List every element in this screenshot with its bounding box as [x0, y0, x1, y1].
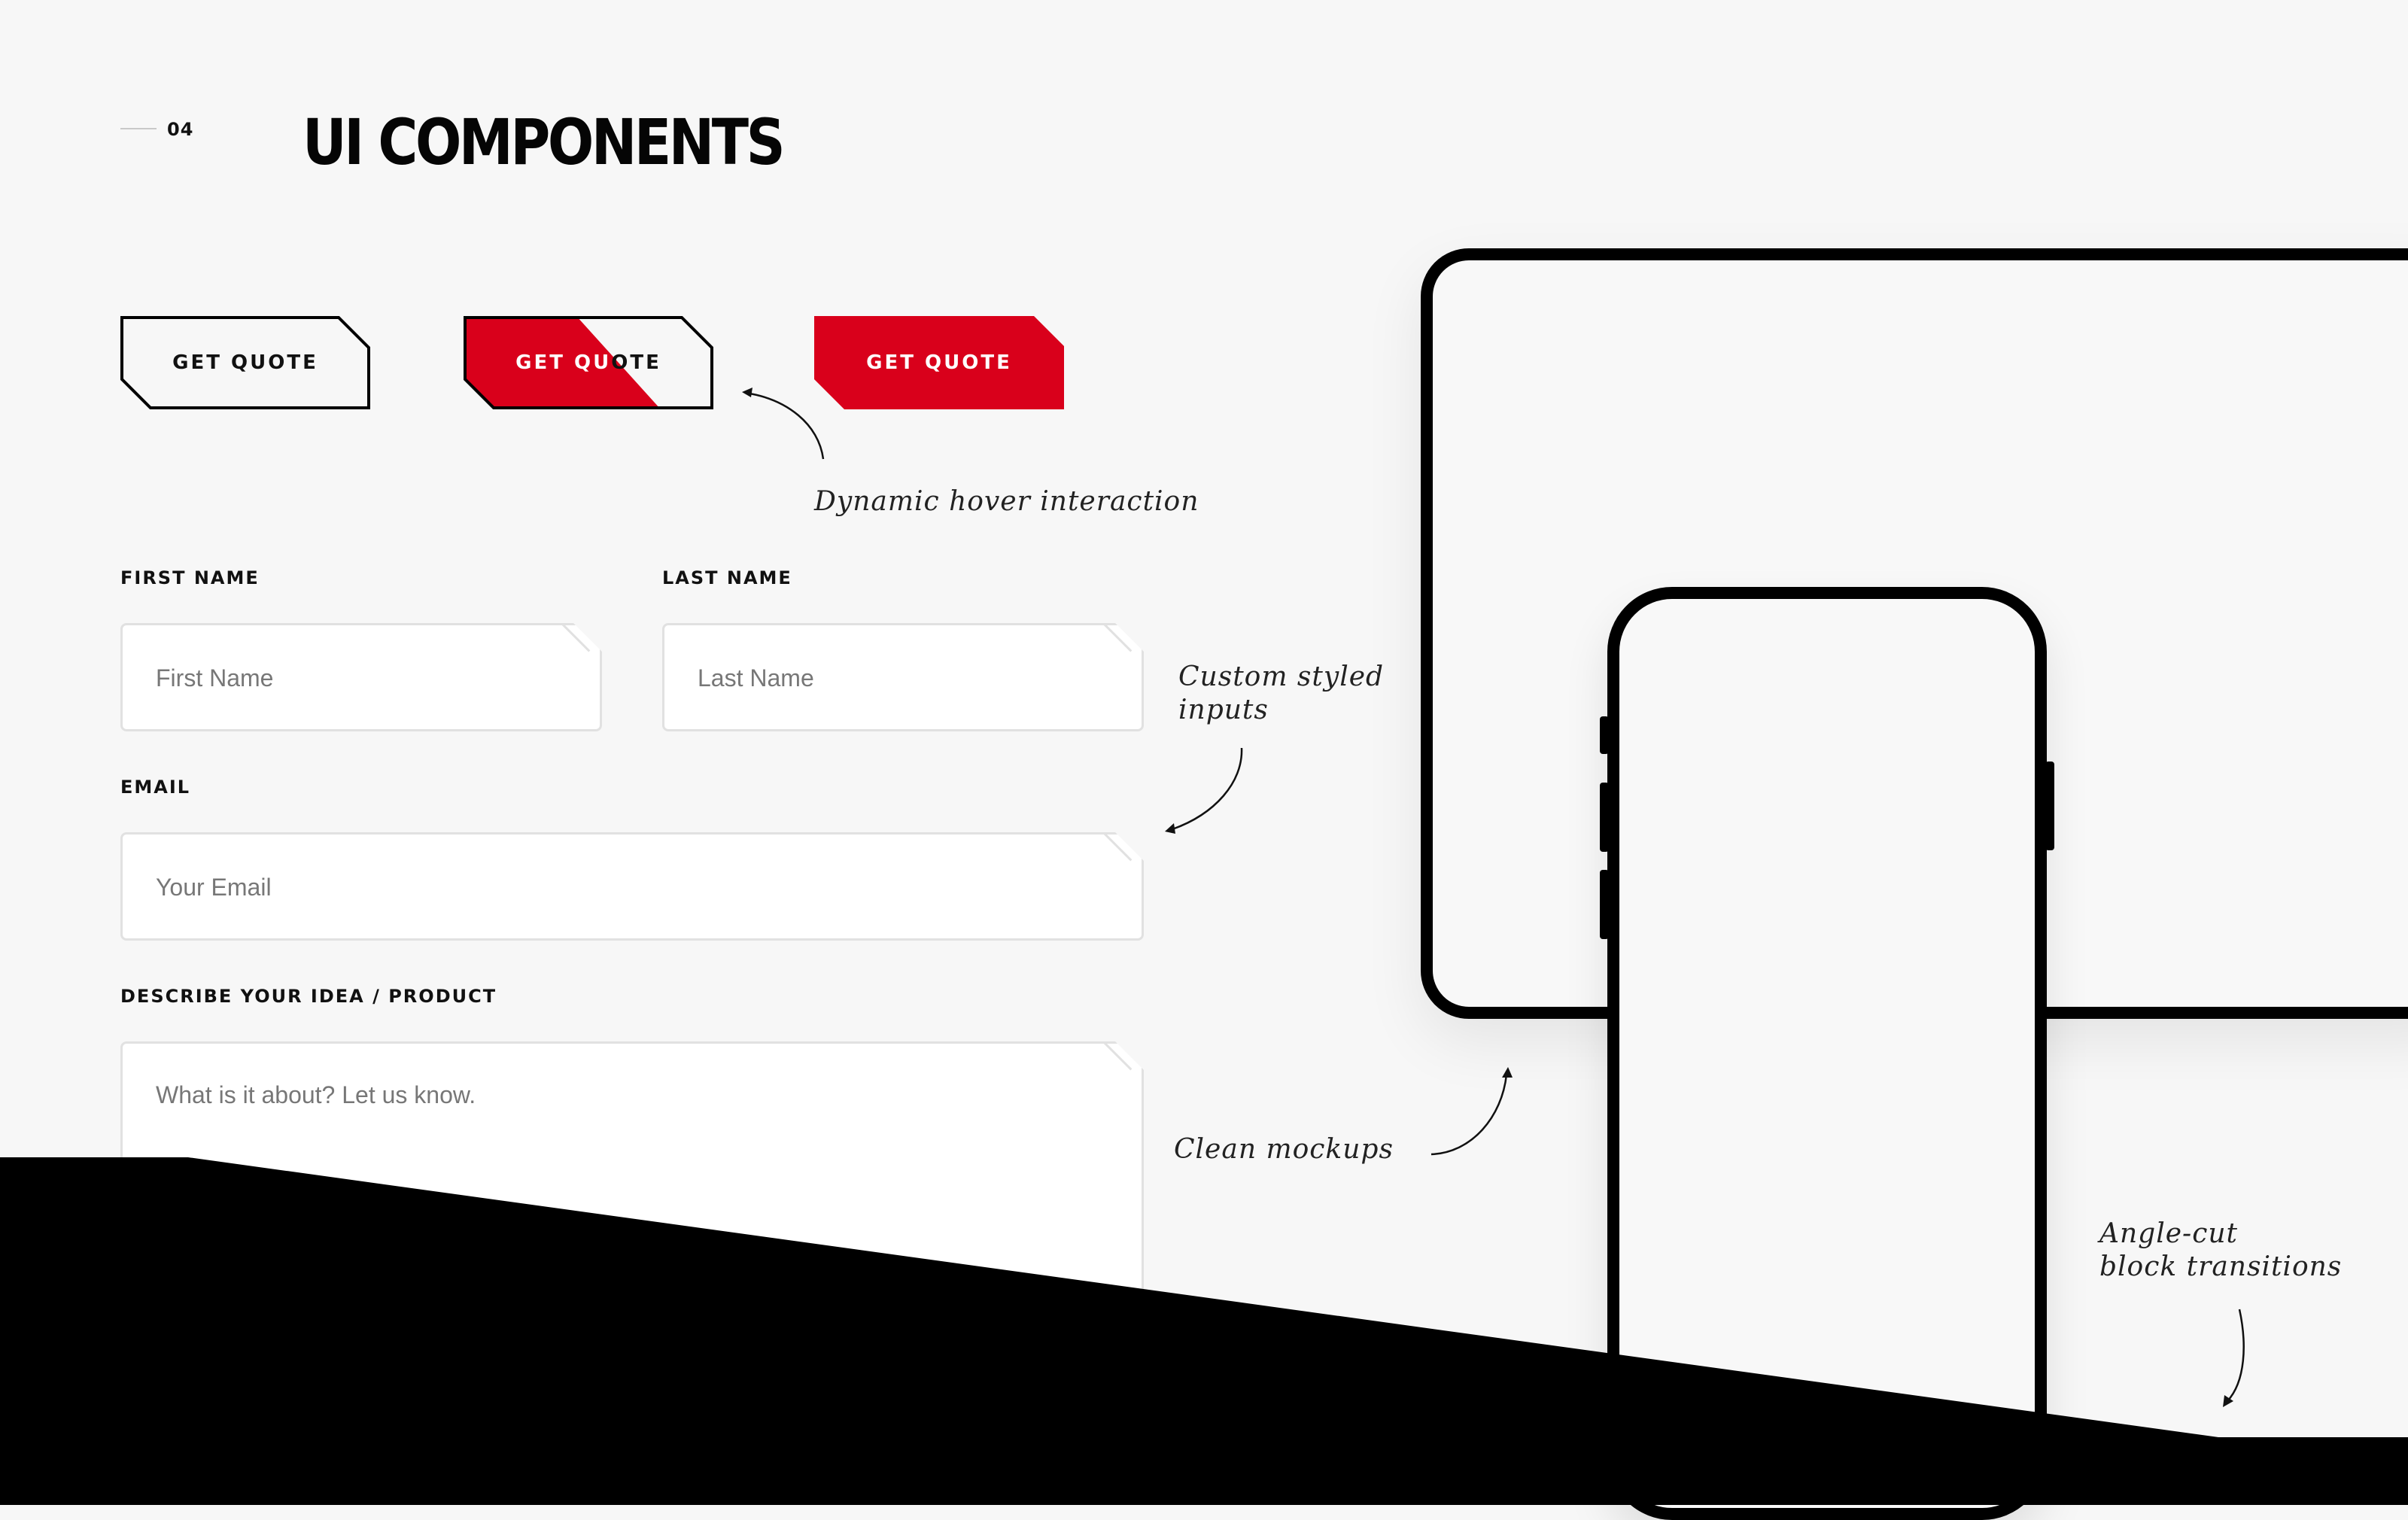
angle-cut-annotation-line1: Angle-cut [2099, 1218, 2239, 1249]
mockups-annotation-text: Clean mockups [1174, 1134, 1394, 1165]
get-quote-button-active[interactable]: GET QUOTE [814, 316, 1064, 409]
phone-volume-up-button [1600, 783, 1609, 852]
page-title: UI COMPONENTS [303, 105, 786, 179]
field-corner-cut [1115, 623, 1144, 652]
angle-cut-annotation-text: Angle-cut block transitions [2099, 1218, 2342, 1284]
field-corner-cut [1115, 832, 1144, 861]
field-corner-cut [573, 623, 602, 652]
description-placeholder: What is it about? Let us know. [156, 1081, 476, 1108]
section-number: 04 [167, 119, 194, 140]
button-outline-shape [120, 316, 370, 409]
inputs-annotation-text: Custom styled inputs [1178, 661, 1384, 727]
phone-mute-button [1600, 716, 1609, 754]
last-name-field[interactable]: Last Name [662, 623, 1144, 731]
last-name-label: LAST NAME [662, 567, 792, 588]
get-quote-button-hover[interactable]: GET QUOTE [464, 316, 713, 409]
inputs-annotation-arrow [1165, 747, 1243, 834]
email-placeholder: Your Email [156, 874, 272, 901]
angle-cut-annotation-arrow [2223, 1309, 2245, 1407]
hover-annotation-arrow [742, 388, 825, 460]
get-quote-label: GET QUOTE [172, 351, 318, 374]
section-divider-line [120, 128, 157, 129]
description-label: DESCRIBE YOUR IDEA / PRODUCT [120, 986, 497, 1007]
angle-cut-annotation-line2: block transitions [2099, 1251, 2343, 1282]
button-filled-shape [814, 316, 1064, 409]
get-quote-button-default[interactable]: GET QUOTE [120, 316, 370, 409]
phone-volume-down-button [1600, 870, 1609, 939]
inputs-annotation-line2: inputs [1178, 695, 1269, 725]
email-field[interactable]: Your Email [120, 832, 1144, 941]
mockups-annotation-arrow [1431, 1067, 1513, 1156]
get-quote-label-text: GET QUOTE [515, 351, 661, 374]
get-quote-label: GET QUOTE [464, 316, 713, 409]
first-name-field[interactable]: First Name [120, 623, 602, 731]
inputs-annotation-line1: Custom styled [1178, 661, 1385, 692]
first-name-placeholder: First Name [156, 664, 274, 692]
hover-annotation-text: Dynamic hover interaction [814, 486, 1199, 517]
button-hover-shape [464, 316, 713, 409]
get-quote-label: GET QUOTE [866, 351, 1012, 374]
field-corner-cut [1115, 1041, 1144, 1070]
first-name-label: FIRST NAME [120, 567, 260, 588]
email-label: EMAIL [120, 777, 191, 798]
last-name-placeholder: Last Name [698, 664, 814, 692]
phone-power-button [2045, 762, 2054, 850]
